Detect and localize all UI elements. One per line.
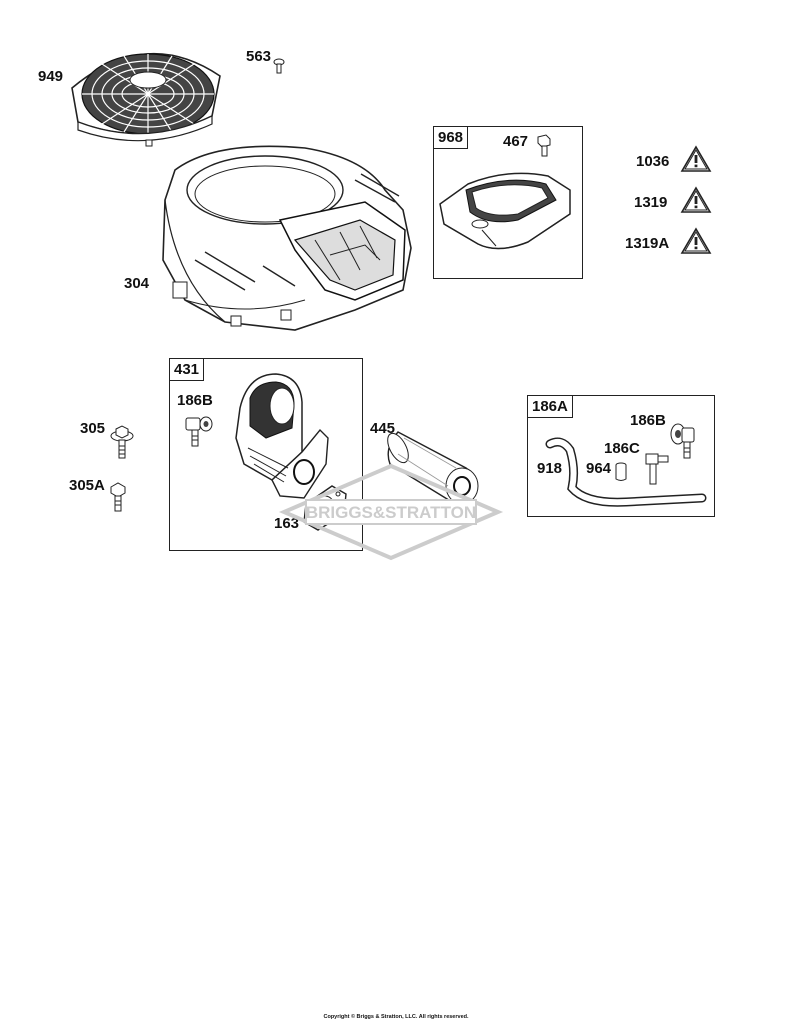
warning-icon xyxy=(680,145,712,172)
label-186c: 186C xyxy=(604,440,640,457)
watermark-text: BRIGGS&STRATTON xyxy=(306,503,476,522)
label-305a: 305A xyxy=(69,477,105,494)
label-467: 467 xyxy=(503,133,529,150)
screw-467-part xyxy=(537,134,551,157)
kit-box-186a: 186A xyxy=(527,395,715,517)
fitting-186c-part xyxy=(645,453,669,485)
label-1319a: 1319A xyxy=(625,235,670,252)
label-964: 964 xyxy=(586,460,612,477)
label-186b-right: 186B xyxy=(630,412,666,429)
rotating-screen-part xyxy=(71,52,221,147)
warning-icon xyxy=(680,227,712,254)
label-563: 563 xyxy=(246,48,272,65)
label-186b-left: 186B xyxy=(177,392,213,409)
elbow-fitting-186b-part xyxy=(185,416,213,447)
label-304: 304 xyxy=(124,275,150,292)
air-filter-445-part xyxy=(387,431,479,506)
warning-icon xyxy=(680,186,712,213)
label-1319: 1319 xyxy=(634,194,668,211)
brand-watermark: BRIGGS&STRATTON xyxy=(278,463,504,561)
blower-housing-part xyxy=(162,145,412,331)
box-label-968: 968 xyxy=(434,127,469,149)
label-445: 445 xyxy=(370,420,396,437)
hose-918-part xyxy=(545,437,707,507)
screw-305-part xyxy=(110,425,134,459)
box-label-186a: 186A xyxy=(528,396,573,418)
kit-box-968: 968 xyxy=(433,126,583,279)
label-949: 949 xyxy=(38,68,64,85)
air-cleaner-base-part xyxy=(235,373,329,499)
screw-305a-part xyxy=(110,482,126,512)
label-163: 163 xyxy=(274,515,300,532)
label-1036: 1036 xyxy=(636,153,670,170)
elbow-fitting-186b-right-part xyxy=(670,423,695,459)
tube-964-part xyxy=(615,462,627,481)
box-label-431: 431 xyxy=(170,359,205,381)
cover-968-part xyxy=(439,172,571,250)
kit-box-431: 431 xyxy=(169,358,363,551)
screw-563-part xyxy=(273,58,285,74)
label-918: 918 xyxy=(537,460,563,477)
copyright-text: Copyright © Briggs & Stratton, LLC. All … xyxy=(323,1014,469,1020)
label-305: 305 xyxy=(80,420,106,437)
